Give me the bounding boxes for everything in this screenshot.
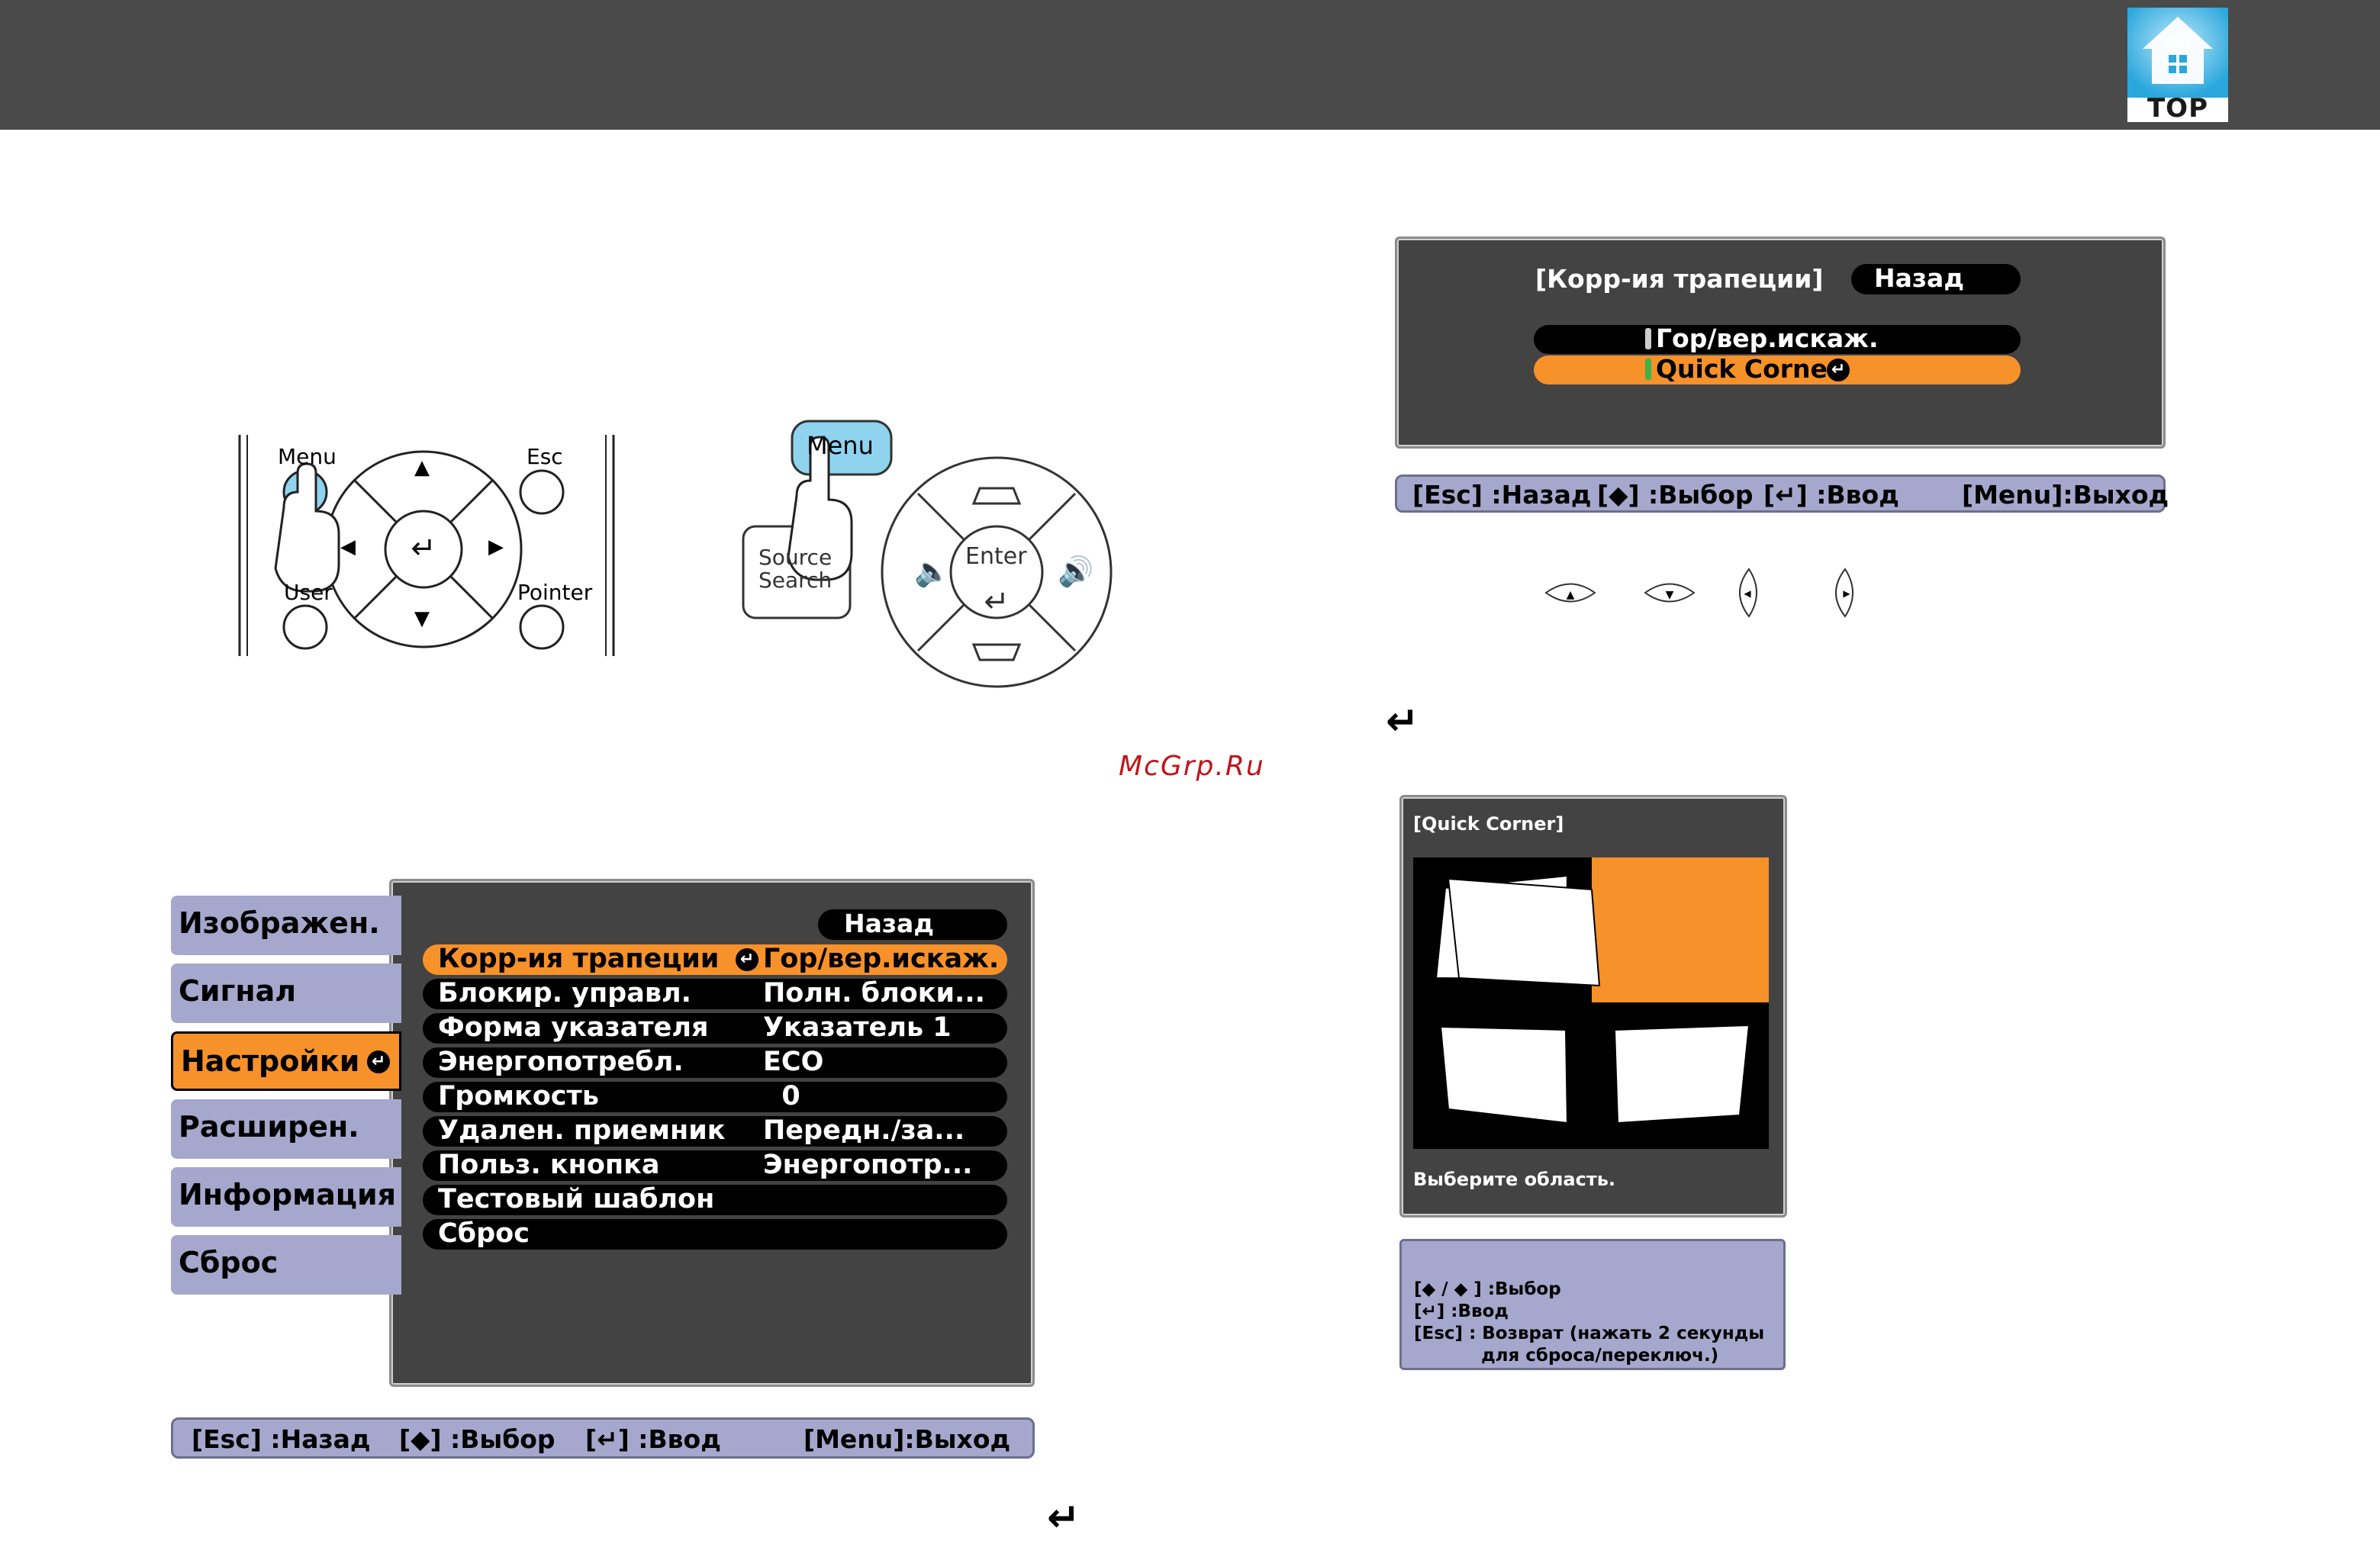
panel-source-label: Source Search	[758, 545, 833, 593]
keystone-back-button[interactable]: Назад	[1851, 263, 2021, 294]
keystone-up-icon[interactable]	[971, 487, 1022, 505]
remote-user-label: User	[284, 580, 333, 605]
help-line-enter: [↵] :Ввод	[1414, 1301, 1509, 1321]
remote-pointer-label: Pointer	[517, 580, 593, 605]
menu-row-keystone[interactable]: Корр-ия трапеции ↵ Гор/вер.искаж.	[423, 944, 1007, 975]
enter-arrow-icon: ↵	[1386, 699, 1419, 745]
remote-control-illustration: ↵	[238, 435, 615, 656]
watermark: McGrp.Ru	[1119, 751, 1265, 782]
menu-tab-signal[interactable]: Сигнал	[171, 964, 401, 1023]
menu-row-power-consumption[interactable]: Энергопотребл.ECO	[423, 1047, 1007, 1078]
enter-icon: ↵	[367, 1050, 390, 1073]
help-line-esc: [Esc] : Возврат (нажать 2 секунды	[1414, 1324, 1765, 1343]
control-panel-illustration: 🔈 🔊 ↵	[742, 420, 1113, 688]
help-line-select: [◆ / ◆ ] :Выбор	[1414, 1279, 1561, 1299]
config-back-button[interactable]: Назад	[818, 909, 1007, 940]
up-key-icon	[1544, 583, 1596, 603]
keystone-down-icon[interactable]	[971, 643, 1022, 661]
down-key-icon	[1644, 583, 1696, 603]
remote-user-button[interactable]	[282, 604, 328, 650]
menu-tab-image[interactable]: Изображен.	[171, 896, 401, 955]
svg-text:▼: ▼	[1666, 589, 1674, 601]
option-marker-icon	[1645, 328, 1651, 349]
svg-text:▲: ▲	[1567, 589, 1575, 601]
quick-corner-prompt: Выберите область.	[1413, 1169, 1616, 1190]
volume-down-icon[interactable]: 🔈	[914, 555, 950, 589]
hand-pointer-icon	[787, 436, 853, 581]
panel-enter-label: Enter	[965, 543, 1027, 570]
svg-text:◀: ◀	[1744, 588, 1751, 599]
volume-up-icon[interactable]: 🔊	[1058, 554, 1093, 589]
up-arrow-icon: ▲	[414, 456, 430, 479]
keystone-shapes	[1435, 874, 1750, 1124]
menu-row-test-pattern[interactable]: Тестовый шаблон	[423, 1184, 1007, 1215]
left-key-icon	[1739, 568, 1757, 618]
keystone-option-quick-corner[interactable]: Quick Corner ↵	[1534, 354, 2021, 384]
remote-menu-label: Menu	[278, 444, 337, 469]
keystone-menu-title: [Корр-ия трапеции]	[1535, 264, 1824, 294]
home-icon	[2127, 8, 2228, 98]
svg-text:▶: ▶	[1843, 588, 1850, 599]
panel-enter-button[interactable]	[949, 525, 1044, 619]
svg-text:↵: ↵	[984, 584, 1010, 619]
remote-pointer-button[interactable]	[519, 604, 565, 650]
hand-pointer-icon	[274, 462, 340, 593]
remote-esc-button[interactable]	[519, 469, 565, 515]
quick-corner-cell-top-right[interactable]	[1592, 857, 1769, 1002]
menu-row-volume[interactable]: Громкость 0	[423, 1081, 1007, 1112]
header-bar	[0, 0, 2380, 130]
left-arrow-icon: ◀	[340, 536, 356, 558]
keystone-status-bar: [Esc] :Назад [◆] :Выбор [↵] :Ввод [Menu]…	[1395, 475, 2169, 513]
svg-text:↵: ↵	[411, 531, 436, 566]
enter-icon: ↵	[1827, 359, 1850, 381]
right-key-icon	[1835, 568, 1853, 618]
option-marker-icon	[1645, 359, 1651, 380]
menu-tab-extended[interactable]: Расширен.	[171, 1099, 401, 1159]
panel-menu-label: Menu	[807, 431, 874, 460]
menu-tab-settings[interactable]: Настройки↵	[171, 1031, 401, 1091]
keystone-option-hv[interactable]: Гор/вер.искаж.	[1534, 323, 2021, 354]
top-link[interactable]: TOP	[2127, 8, 2228, 124]
right-arrow-icon: ▶	[488, 536, 504, 558]
top-label: TOP	[2147, 93, 2208, 124]
config-status-bar: [Esc] :Назад [◆] :Выбор [↵] :Ввод [Menu]…	[171, 1417, 1035, 1459]
menu-tab-reset[interactable]: Сброс	[171, 1235, 401, 1295]
quick-corner-title: [Quick Corner]	[1413, 813, 1564, 835]
direction-keys-illustration: ▲ ▼ ◀ ▶	[1544, 568, 1853, 618]
menu-row-operation-lock[interactable]: Блокир. управл.Полн. блоки...	[423, 978, 1007, 1009]
quick-corner-help-box: [◆ / ◆ ] :Выбор[↵] :Ввод [Esc] : Возврат …	[1399, 1239, 1786, 1370]
enter-arrow-icon: ↵	[1047, 1495, 1081, 1541]
menu-row-reset[interactable]: Сброс	[423, 1218, 1007, 1250]
menu-tab-info[interactable]: Информация	[171, 1167, 401, 1227]
down-arrow-icon: ▼	[414, 607, 430, 630]
help-line-esc-cont: для сброса/переключ.)	[1414, 1346, 1719, 1366]
remote-esc-label: Esc	[527, 444, 563, 469]
enter-icon: ↵	[736, 948, 758, 971]
